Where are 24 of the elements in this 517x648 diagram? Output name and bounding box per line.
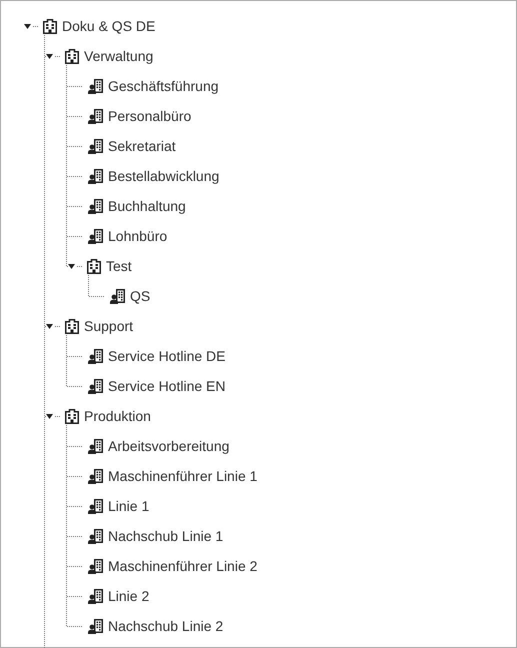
tree-item-label: Service Hotline DE (108, 348, 226, 364)
tree-item-label: Support (84, 318, 134, 334)
tree-item-label: Buchhaltung (108, 198, 186, 214)
tree-item-label: Geschäftsführung (108, 78, 219, 94)
tree-item-label: QS (130, 288, 150, 304)
tree-item-label: Maschinenführer Linie 2 (108, 558, 258, 574)
tree-item-label: Nachschub Linie 2 (108, 618, 224, 634)
tree-item-label: Test (106, 258, 132, 274)
tree-item-label: Verwaltung (84, 48, 154, 64)
tree-item-label: Linie 1 (108, 498, 150, 514)
tree-item-label: Service Hotline EN (108, 378, 226, 394)
tree-item-label: Linie 2 (108, 588, 150, 604)
tree-item-label: Doku & QS DE (62, 18, 156, 34)
tree-connector (66, 64, 68, 267)
tree-item-label: Lohnbüro (108, 228, 168, 244)
tree-item-label: Bestellabwicklung (108, 168, 220, 184)
tree-item-label: Sekretariat (108, 138, 176, 154)
tree-item-label: Produktion (84, 408, 151, 424)
tree-item-label: Maschinenführer Linie 1 (108, 468, 258, 484)
tree-item-label: Personalbüro (108, 108, 192, 124)
tree-connector (66, 334, 84, 387)
tree-item-label: Nachschub Linie 1 (108, 528, 224, 544)
tree-connector (88, 274, 106, 297)
tree-item-label: Arbeitsvorbereitung (108, 438, 230, 454)
